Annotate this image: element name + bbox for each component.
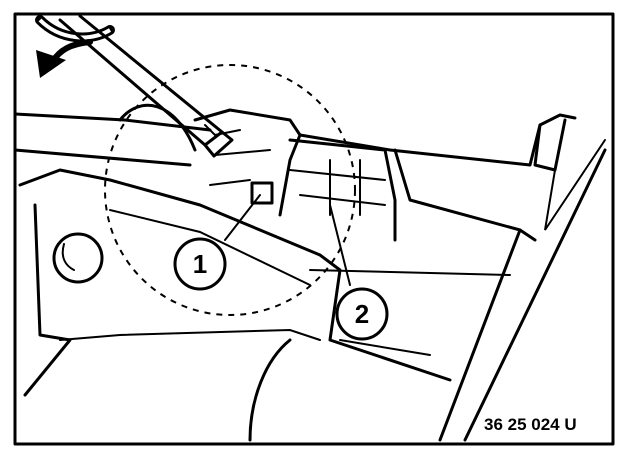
detail-circle: [104, 64, 356, 316]
mounting-hole-shade: [61, 243, 75, 271]
callout-1-leader: [224, 194, 261, 241]
latch-window: [250, 181, 274, 205]
rotation-arrow-icon: [35, 15, 115, 78]
callout-2-label: 2: [355, 299, 369, 329]
lower-rail: [339, 339, 431, 356]
housing-edge: [544, 139, 606, 231]
diagram-border: [13, 12, 615, 446]
callout-2: 2: [335, 287, 389, 341]
reference-code: 36 25 024 U: [484, 415, 577, 434]
bracket-outline: [18, 168, 452, 382]
housing-leg: [438, 228, 522, 442]
housing-tab: [533, 118, 567, 172]
callout-2-leader: [329, 204, 351, 286]
mid-rail: [309, 269, 511, 276]
housing-right-edge: [463, 148, 607, 442]
upper-rail-lower-edge: [13, 148, 192, 167]
mounting-hole: [52, 232, 104, 284]
callout-1-label: 1: [193, 249, 207, 279]
housing-front: [393, 148, 537, 242]
callout-1: 1: [173, 237, 227, 291]
bracket-left: [23, 203, 72, 397]
bracket-curve: [248, 338, 292, 442]
bracket-lower-edge: [59, 328, 321, 341]
latch-clip: [118, 103, 397, 242]
bracket-inner-edge: [109, 209, 311, 286]
housing-top: [298, 113, 577, 167]
